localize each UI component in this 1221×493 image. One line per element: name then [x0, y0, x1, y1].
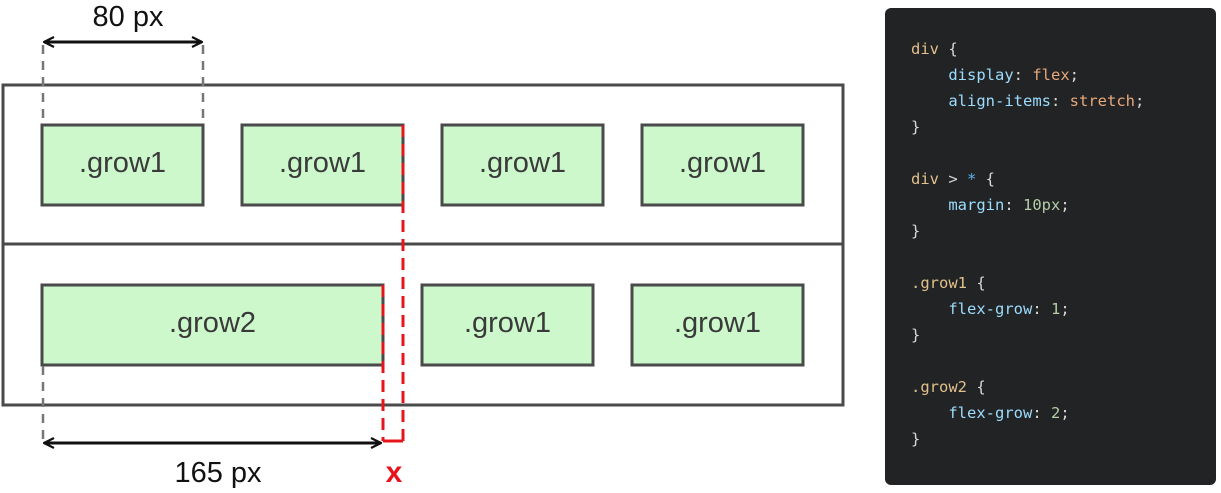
- code-token: div: [911, 170, 939, 188]
- code-token: :: [1013, 66, 1033, 84]
- code-token: ;: [1134, 92, 1145, 110]
- row1-item-label: .grow1: [479, 147, 566, 179]
- code-token: }: [911, 326, 921, 344]
- row1-item: .grow1: [240, 123, 405, 207]
- row2-item-label: .grow1: [464, 307, 551, 339]
- bottom-dimension-label: 165 px: [174, 457, 262, 489]
- code-token: ;: [1060, 404, 1070, 422]
- code-token: 1: [1051, 300, 1061, 318]
- code-line: [911, 140, 1216, 166]
- code-token: ;: [1069, 66, 1079, 84]
- row2-item-label: .grow2: [169, 307, 256, 339]
- top-dimension-label: 80 px: [93, 1, 164, 33]
- code-line: }: [911, 322, 1216, 348]
- code-token: }: [911, 222, 921, 240]
- code-line: }: [911, 114, 1216, 140]
- code-token: {: [976, 170, 996, 188]
- code-token: margin: [911, 196, 1005, 214]
- code-token: ;: [1060, 300, 1070, 318]
- row2-item-label: .grow1: [674, 307, 761, 339]
- row1-item: .grow1: [40, 123, 205, 207]
- row2-item: .grow1: [630, 283, 805, 367]
- code-line: div {: [911, 36, 1216, 62]
- code-token: .grow2: [911, 378, 967, 396]
- row1-item-label: .grow1: [679, 147, 766, 179]
- code-token: :: [1050, 92, 1070, 110]
- code-token: flex: [1032, 66, 1070, 84]
- code-line: .grow1 {: [911, 270, 1216, 296]
- code-token: :: [1032, 300, 1051, 318]
- code-token: :: [1004, 196, 1023, 214]
- code-line: .grow2 {: [911, 374, 1216, 400]
- code-line: align-items: stretch;: [911, 88, 1216, 114]
- code-token: display: [911, 66, 1014, 84]
- row1-item-label: .grow1: [79, 147, 166, 179]
- code-token: flex-grow: [911, 300, 1033, 318]
- code-token: *: [967, 170, 977, 188]
- code-token: }: [911, 118, 921, 136]
- code-line: [911, 348, 1216, 374]
- code-line: }: [911, 426, 1216, 452]
- code-line: margin: 10px;: [911, 192, 1216, 218]
- code-token: stretch: [1069, 92, 1135, 110]
- code-token: :: [1032, 404, 1051, 422]
- code-token: {: [967, 274, 986, 292]
- row1-item: .grow1: [640, 123, 805, 207]
- code-token: flex-grow: [911, 404, 1033, 422]
- row1-item: .grow1: [440, 123, 605, 207]
- code-token: ;: [1060, 196, 1070, 214]
- css-code-panel: div { display: flex; align-items: stretc…: [885, 8, 1216, 485]
- code-token: .grow1: [911, 274, 967, 292]
- code-line: display: flex;: [911, 62, 1216, 88]
- code-token: align-items: [911, 92, 1051, 110]
- code-line: flex-grow: 2;: [911, 400, 1216, 426]
- flex-grow-diagram: .grow1 .grow1 .grow1 .grow1 .grow2 .grow…: [1, 1, 845, 489]
- row1-item-label: .grow1: [279, 147, 366, 179]
- code-line: }: [911, 218, 1216, 244]
- mismatch-x-mark: x: [386, 456, 403, 489]
- code-line: [911, 244, 1216, 270]
- row2-item: .grow1: [420, 283, 595, 367]
- code-token: div: [911, 40, 939, 58]
- code-token: >: [939, 170, 967, 188]
- code-line: div > * {: [911, 166, 1216, 192]
- code-line: flex-grow: 1;: [911, 296, 1216, 322]
- code-token: 2: [1051, 404, 1061, 422]
- row2-item-grow2: .grow2: [40, 283, 385, 367]
- code-token: {: [967, 378, 986, 396]
- code-token: 10px: [1023, 196, 1061, 214]
- code-token: {: [939, 40, 958, 58]
- code-token: }: [911, 430, 921, 448]
